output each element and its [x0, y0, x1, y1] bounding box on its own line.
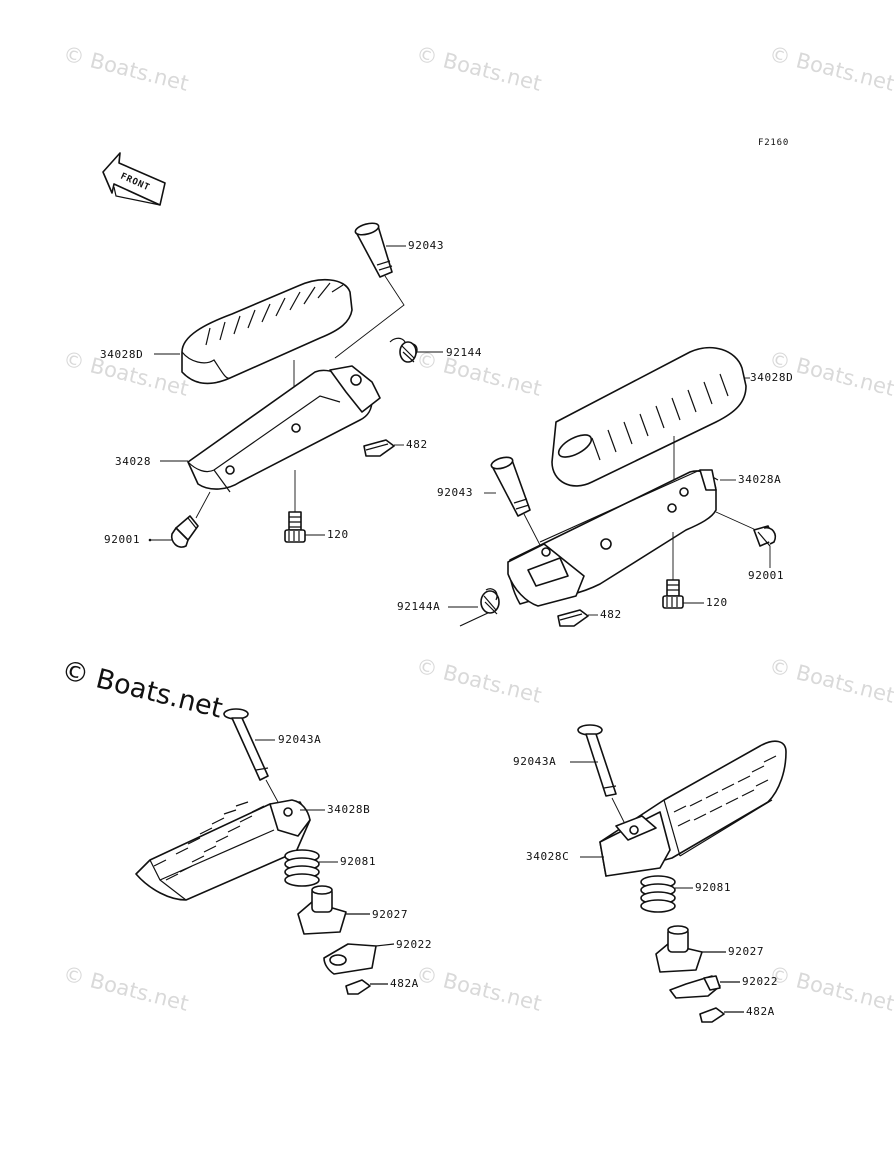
watermark-2: © Boats.net [414, 42, 544, 96]
label-34028C: 34028C [526, 850, 569, 863]
spring-92081-right [640, 875, 676, 913]
label-482A-right: 482A [746, 1005, 775, 1018]
label-34028: 34028 [115, 455, 151, 468]
clip-482-right [557, 609, 589, 627]
assembly-rear-right: 92043A 34028C 92081 92027 92022 482A [513, 724, 787, 1023]
rubber-pad-34028D-left [181, 278, 353, 385]
clip-482-left [363, 439, 395, 457]
bolt-92001-right [753, 525, 777, 547]
stopper-92027-left [297, 885, 370, 935]
spring-92144-left [389, 337, 418, 363]
label-92022-right: 92022 [742, 975, 778, 988]
label-92081-left: 92081 [340, 855, 376, 868]
clip-482A-right [699, 1007, 744, 1023]
figure-code: F2160 [758, 138, 789, 148]
bolt-120-left [284, 511, 306, 543]
label-92027-right: 92027 [728, 945, 764, 958]
label-92144: 92144 [446, 346, 482, 359]
footpeg-34028 [187, 365, 381, 493]
label-92027-left: 92027 [372, 908, 408, 921]
label-34028D: 34028D [100, 348, 143, 361]
assembly-front-left: 92043 34028D 92144 34028 482 92001 120 [100, 222, 482, 548]
watermark-prominent: © Boats.net [58, 655, 225, 725]
pin-92043-left [354, 222, 393, 278]
footpeg-34028B [135, 799, 311, 901]
label-92144A: 92144A [397, 600, 440, 613]
label-92043: 92043 [408, 239, 444, 252]
label-92043-right: 92043 [437, 486, 473, 499]
label-92001: 92001 [104, 533, 140, 546]
assembly-rear-left: 92043A 34028B 92081 92027 92022 482A [135, 708, 432, 995]
spring-92144A [459, 588, 500, 627]
label-34028D-right: 34028D [750, 371, 793, 384]
cover-92022-right [669, 975, 740, 999]
label-92043A-right: 92043A [513, 755, 556, 768]
pin-92043A-right [577, 724, 617, 797]
watermark-10: © Boats.net [414, 962, 544, 1016]
label-34028A: 34028A [738, 473, 781, 486]
watermark-9: © Boats.net [61, 962, 191, 1016]
label-120: 120 [327, 528, 349, 541]
label-482A-left: 482A [390, 977, 419, 990]
watermark-7: © Boats.net [414, 654, 544, 708]
label-34028B: 34028B [327, 803, 370, 816]
cover-92022-left [323, 943, 395, 975]
watermark-3: © Boats.net [767, 42, 894, 96]
watermark-11: © Boats.net [767, 962, 894, 1016]
watermark-1: © Boats.net [61, 42, 191, 96]
rubber-pad-34028D-right [551, 346, 747, 487]
label-120-right: 120 [706, 596, 728, 609]
label-92001-right: 92001 [748, 569, 784, 582]
bolt-120-right [662, 579, 684, 609]
label-482-right: 482 [600, 608, 622, 621]
label-92081-right: 92081 [695, 881, 731, 894]
stopper-92027-right [655, 925, 726, 973]
label-92043A-left: 92043A [278, 733, 321, 746]
bolt-92001-left [170, 515, 199, 548]
pin-92043-right [490, 456, 531, 517]
clip-482A-left [345, 979, 388, 995]
label-482: 482 [406, 438, 428, 451]
label-92022-left: 92022 [396, 938, 432, 951]
pin-92043A-left [223, 708, 269, 781]
assembly-front-right: 34028D 92043 34028A 92001 92144A 482 120 [397, 346, 793, 627]
footpeg-34028C [599, 740, 787, 877]
footpeg-34028A [507, 469, 719, 607]
watermark-8: © Boats.net [767, 654, 894, 708]
spring-92081-left [284, 849, 320, 887]
front-arrow-icon: FRONT [102, 152, 166, 206]
